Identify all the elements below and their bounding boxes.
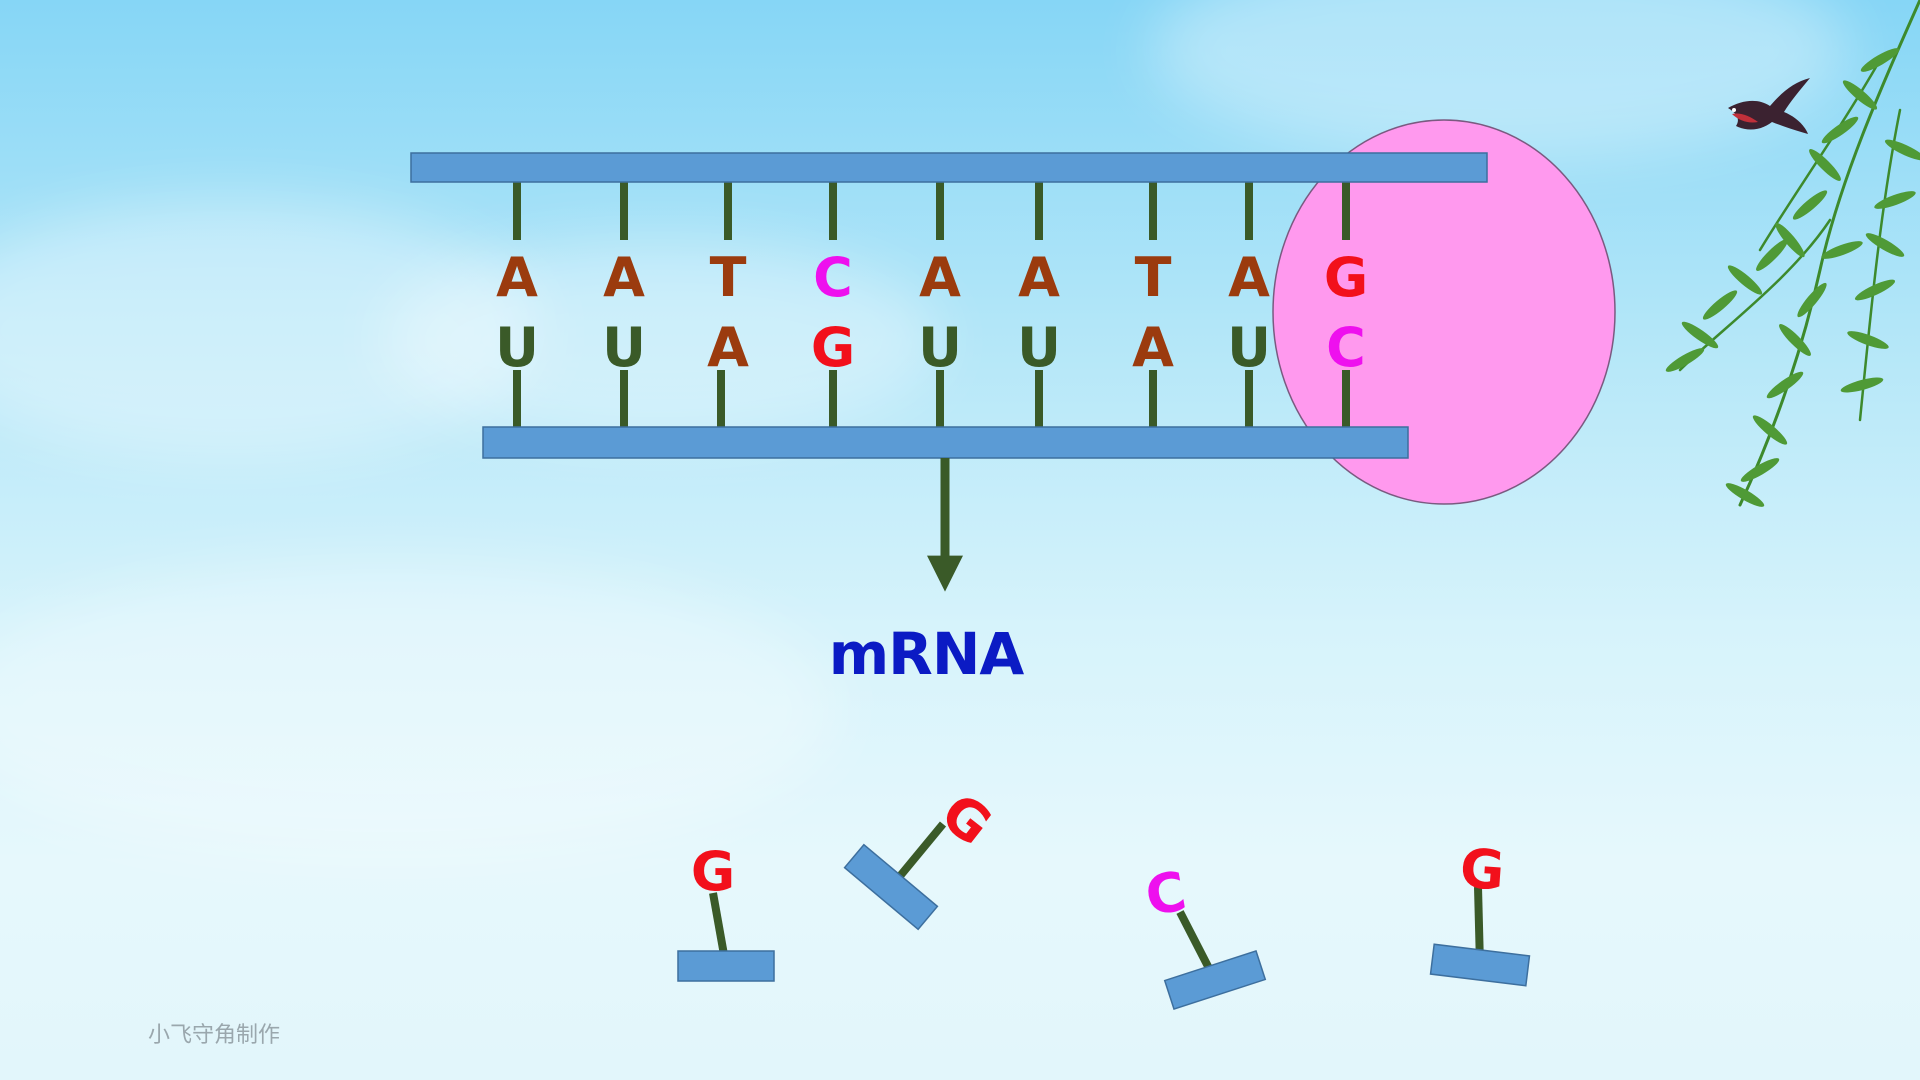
rna-base: G — [811, 316, 855, 379]
leaf-icon — [1842, 80, 1878, 110]
leaf-icon — [1756, 239, 1788, 271]
leaf-icon — [1847, 331, 1889, 349]
leaf-icon — [1884, 139, 1920, 161]
leaf-icon — [1665, 348, 1705, 372]
rna-base: U — [1227, 316, 1271, 379]
leaf-icon — [1821, 241, 1863, 259]
mrna-strand — [482, 426, 1409, 459]
nucleotide-base: G — [930, 781, 1004, 858]
free-nucleotides: G G C G — [677, 781, 1531, 1011]
leaf-icon — [1740, 458, 1780, 482]
leaf-icon — [1865, 233, 1905, 257]
leaf-icon — [1792, 190, 1828, 220]
credit-text: 小飞守角制作 — [148, 1023, 281, 1048]
dna-strand — [410, 152, 1488, 183]
leaf-icon — [1809, 149, 1841, 181]
leaf-icon — [1725, 483, 1765, 507]
leaf-icon — [1727, 265, 1763, 295]
dna-stems — [513, 182, 1350, 240]
willow-leaves — [1665, 48, 1920, 507]
rna-stems — [513, 370, 1350, 427]
dna-base: A — [1228, 246, 1270, 309]
rna-base: U — [1017, 316, 1061, 379]
rna-base: U — [918, 316, 962, 379]
leaf-icon — [1840, 377, 1884, 393]
nucleotide-base: G — [1458, 837, 1507, 903]
free-nucleotide: G — [843, 781, 1004, 931]
rna-base: A — [707, 316, 749, 379]
rna-base: U — [495, 316, 539, 379]
rna-base: A — [1132, 316, 1174, 379]
dna-base: T — [1135, 246, 1172, 309]
leaf-icon — [1766, 371, 1804, 399]
leaf-icon — [1821, 116, 1859, 144]
swallow-bird-icon — [1728, 78, 1810, 134]
leaf-icon — [1874, 191, 1916, 209]
leaf-icon — [1752, 415, 1788, 445]
dna-base: A — [1018, 246, 1060, 309]
leaf-icon — [1702, 290, 1738, 320]
dna-base: A — [496, 246, 538, 309]
mrna-label: mRNA — [828, 620, 1025, 688]
leaf-icon — [1854, 279, 1896, 301]
leaf-icon — [1775, 222, 1805, 258]
free-nucleotide: G — [677, 840, 775, 982]
dna-base: A — [919, 246, 961, 309]
cloud — [380, 240, 940, 440]
free-nucleotide: C — [1141, 859, 1267, 1011]
dna-base: C — [813, 246, 853, 309]
dna-base: A — [603, 246, 645, 309]
free-nucleotide: G — [1429, 837, 1531, 987]
dna-base: G — [1324, 246, 1368, 309]
nucleotide-backbone — [677, 950, 775, 982]
nucleotide-base: G — [691, 840, 735, 903]
rna-base: C — [1326, 316, 1366, 379]
dna-base: T — [710, 246, 747, 309]
cloud — [0, 200, 540, 460]
rna-base: U — [602, 316, 646, 379]
leaf-icon — [1681, 321, 1719, 349]
cloud — [0, 560, 840, 860]
nucleotide-backbone — [1429, 943, 1531, 987]
leaf-icon — [1860, 48, 1900, 72]
leaf-icon — [1779, 324, 1811, 356]
nucleotide-base: C — [1141, 859, 1191, 928]
rna-polymerase-ellipse — [1272, 119, 1616, 505]
nucleotide-backbone — [1163, 949, 1267, 1011]
nucleotide-backbone — [843, 843, 939, 931]
leaf-icon — [1797, 282, 1827, 318]
